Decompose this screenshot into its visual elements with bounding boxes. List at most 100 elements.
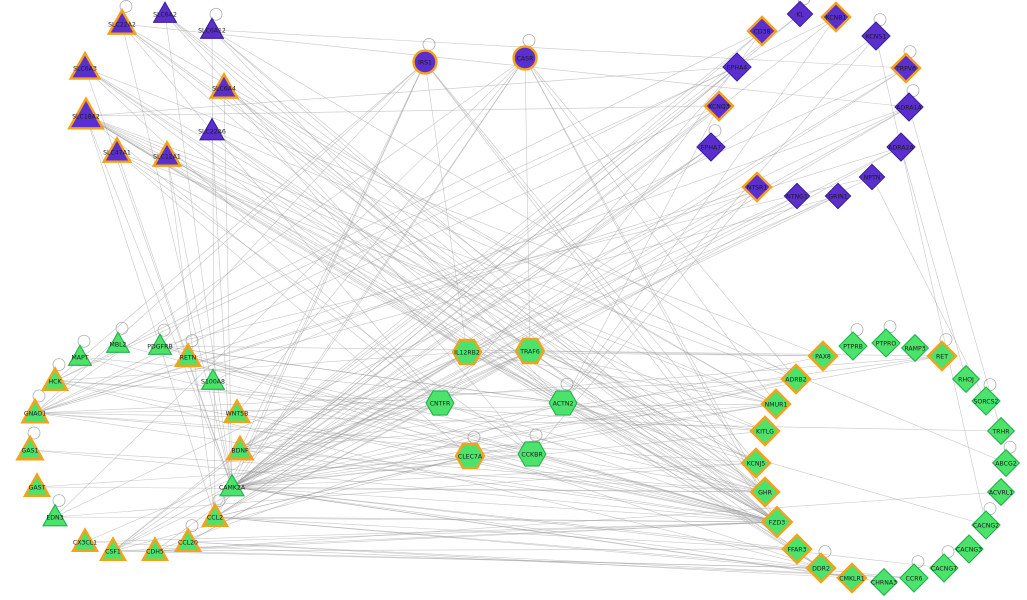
- graph-edge[interactable]: [231, 462, 757, 488]
- node-KITLG[interactable]: [749, 415, 781, 447]
- graph-edge[interactable]: [187, 541, 915, 579]
- graph-edge[interactable]: [187, 356, 778, 523]
- node-CACNG7[interactable]: [929, 553, 959, 583]
- graph-edge[interactable]: [231, 16, 837, 488]
- graph-edge[interactable]: [211, 29, 797, 380]
- graph-edge[interactable]: [116, 151, 233, 488]
- node-GAST[interactable]: [22, 472, 52, 497]
- node-KCNS1[interactable]: [861, 21, 891, 51]
- graph-edge[interactable]: [424, 61, 766, 493]
- graph-edge[interactable]: [214, 516, 798, 550]
- graph-edge[interactable]: [54, 380, 778, 523]
- graph-edge[interactable]: [211, 29, 907, 69]
- graph-edge[interactable]: [54, 380, 822, 569]
- graph-edge[interactable]: [469, 403, 777, 457]
- graph-edge[interactable]: [531, 453, 766, 493]
- graph-edge[interactable]: [121, 23, 233, 488]
- graph-edge[interactable]: [211, 130, 1007, 464]
- node-S100A8[interactable]: [200, 368, 226, 390]
- self-loop-edge[interactable]: [27, 426, 41, 440]
- graph-edge[interactable]: [54, 351, 468, 382]
- graph-edge[interactable]: [121, 23, 778, 523]
- node-ADRB2[interactable]: [780, 363, 812, 395]
- graph-edge[interactable]: [166, 155, 233, 488]
- graph-edge[interactable]: [239, 355, 943, 451]
- node-NTSR1[interactable]: [741, 171, 773, 203]
- graph-edge[interactable]: [154, 550, 822, 569]
- node-MBL2[interactable]: [105, 331, 131, 353]
- node-TRHR[interactable]: [986, 416, 1016, 446]
- node-CX3CL1[interactable]: [70, 527, 100, 552]
- graph-edge[interactable]: [562, 402, 766, 493]
- graph-edge[interactable]: [239, 105, 720, 451]
- graph-edge[interactable]: [529, 350, 777, 405]
- graph-edge[interactable]: [36, 486, 766, 493]
- graph-edge[interactable]: [231, 402, 441, 488]
- graph-edge[interactable]: [54, 380, 441, 404]
- node-CCR6[interactable]: [899, 563, 929, 593]
- node-GAS1[interactable]: [15, 434, 45, 461]
- graph-edge[interactable]: [117, 343, 778, 523]
- node-RHOJ[interactable]: [951, 364, 981, 394]
- self-loop-edge[interactable]: [119, 0, 133, 13]
- graph-edge[interactable]: [871, 176, 987, 402]
- graph-edge[interactable]: [85, 115, 441, 404]
- node-ACVRL1[interactable]: [986, 477, 1016, 507]
- node-SLC6A2[interactable]: [152, 1, 178, 23]
- node-GHR[interactable]: [749, 476, 781, 508]
- graph-edge[interactable]: [424, 61, 468, 353]
- graph-edge[interactable]: [529, 350, 766, 432]
- graph-edge[interactable]: [54, 516, 778, 523]
- graph-edge[interactable]: [223, 87, 533, 455]
- node-CACNG3[interactable]: [954, 534, 984, 564]
- self-loop-edge[interactable]: [185, 334, 199, 348]
- graph-edge[interactable]: [54, 380, 766, 432]
- graph-edge[interactable]: [34, 61, 426, 414]
- graph-edge[interactable]: [112, 30, 763, 552]
- node-CD38[interactable]: [746, 15, 778, 47]
- graph-edge[interactable]: [214, 57, 526, 518]
- graph-edge[interactable]: [231, 486, 822, 569]
- graph-edge[interactable]: [34, 412, 757, 464]
- graph-edge[interactable]: [85, 115, 797, 380]
- node-CNTFR[interactable]: [425, 390, 455, 416]
- graph-edge[interactable]: [239, 449, 766, 493]
- graph-edge[interactable]: [159, 61, 426, 347]
- node-CDH5[interactable]: [140, 536, 170, 561]
- graph-edge[interactable]: [231, 486, 778, 523]
- graph-edge[interactable]: [439, 402, 766, 493]
- node-IRS1[interactable]: [412, 49, 438, 75]
- node-KL[interactable]: [786, 0, 814, 28]
- graph-edge[interactable]: [85, 115, 778, 523]
- graph-edge[interactable]: [231, 486, 798, 550]
- graph-edge[interactable]: [239, 195, 798, 451]
- node-IL12RB2[interactable]: [451, 338, 483, 366]
- node-SLC18A2[interactable]: [67, 96, 105, 130]
- graph-edge[interactable]: [214, 516, 822, 569]
- graph-edge[interactable]: [529, 350, 778, 523]
- graph-edge[interactable]: [231, 66, 738, 488]
- node-PDGFRB[interactable]: [147, 333, 173, 355]
- node-SLC6A4[interactable]: [208, 71, 240, 99]
- self-loop-edge[interactable]: [560, 377, 574, 391]
- graph-edge[interactable]: [223, 87, 233, 488]
- graph-edge[interactable]: [54, 61, 426, 382]
- graph-edge[interactable]: [236, 57, 526, 414]
- graph-edge[interactable]: [211, 130, 233, 488]
- graph-edge[interactable]: [36, 453, 533, 488]
- self-loop-edge[interactable]: [529, 428, 543, 442]
- node-SLC22A6[interactable]: [199, 117, 225, 141]
- node-GNAO1[interactable]: [20, 397, 50, 424]
- graph-edge[interactable]: [239, 449, 778, 523]
- graph-edge[interactable]: [214, 378, 797, 518]
- self-loop-edge[interactable]: [422, 37, 436, 51]
- graph-edge[interactable]: [85, 115, 777, 405]
- graph-edge[interactable]: [29, 449, 778, 523]
- node-PTPRO[interactable]: [871, 328, 901, 358]
- graph-edge[interactable]: [231, 35, 877, 488]
- graph-edge[interactable]: [159, 345, 822, 569]
- graph-edge[interactable]: [85, 115, 757, 464]
- graph-edge[interactable]: [54, 462, 757, 518]
- graph-edge[interactable]: [187, 541, 853, 579]
- graph-edge[interactable]: [223, 87, 531, 352]
